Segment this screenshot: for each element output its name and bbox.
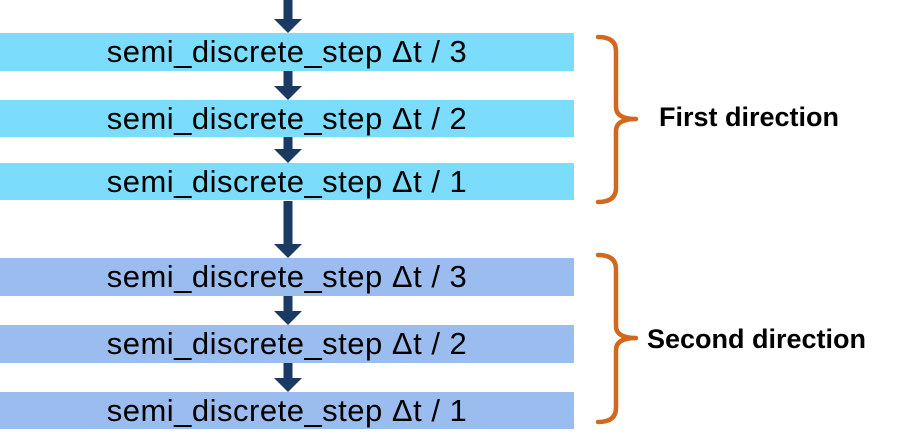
arrow-down-icon <box>274 296 302 325</box>
arrow-down-icon <box>274 137 302 163</box>
brace-right-icon <box>595 34 639 205</box>
step-bar: semi_discrete_step Δt / 2 <box>0 100 574 137</box>
arrow-down-icon <box>274 201 302 258</box>
arrow-down-icon <box>274 363 302 392</box>
step-bar: semi_discrete_step Δt / 1 <box>0 163 574 200</box>
step-bar: semi_discrete_step Δt / 2 <box>0 325 574 363</box>
arrow-down-icon <box>274 0 302 33</box>
arrow-down-icon <box>274 71 302 100</box>
step-bar: semi_discrete_step Δt / 1 <box>0 392 574 429</box>
brace-right-icon <box>595 252 639 425</box>
group-label-first-direction: First direction <box>659 102 840 132</box>
step-bar: semi_discrete_step Δt / 3 <box>0 258 574 296</box>
group-label-second-direction: Second direction <box>647 324 867 354</box>
step-bar: semi_discrete_step Δt / 3 <box>0 33 574 71</box>
